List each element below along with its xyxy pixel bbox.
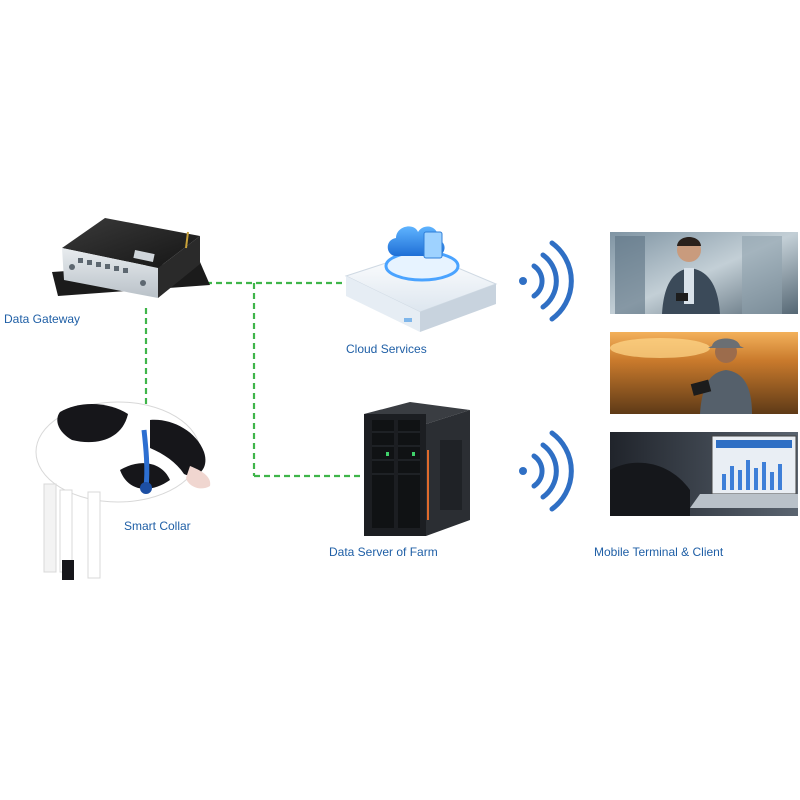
mobile-terminal-label: Mobile Terminal & Client [594, 545, 724, 559]
data-server-label: Data Server of Farm [329, 545, 438, 559]
cow-with-smart-collar [35, 401, 211, 580]
data-gateway-label: Data Gateway [4, 312, 81, 326]
client-photo-businessman [610, 232, 798, 314]
data-gateway-device [52, 218, 210, 298]
client-photo-farmer [610, 332, 798, 414]
wifi-signal-icon [519, 240, 574, 322]
data-server-rack [364, 402, 470, 536]
cloud-services-device [344, 226, 498, 332]
smart-collar-label: Smart Collar [124, 519, 191, 533]
wifi-signal-icon [519, 430, 574, 512]
cloud-services-label: Cloud Services [346, 342, 427, 356]
client-photo-laptop [610, 432, 798, 516]
